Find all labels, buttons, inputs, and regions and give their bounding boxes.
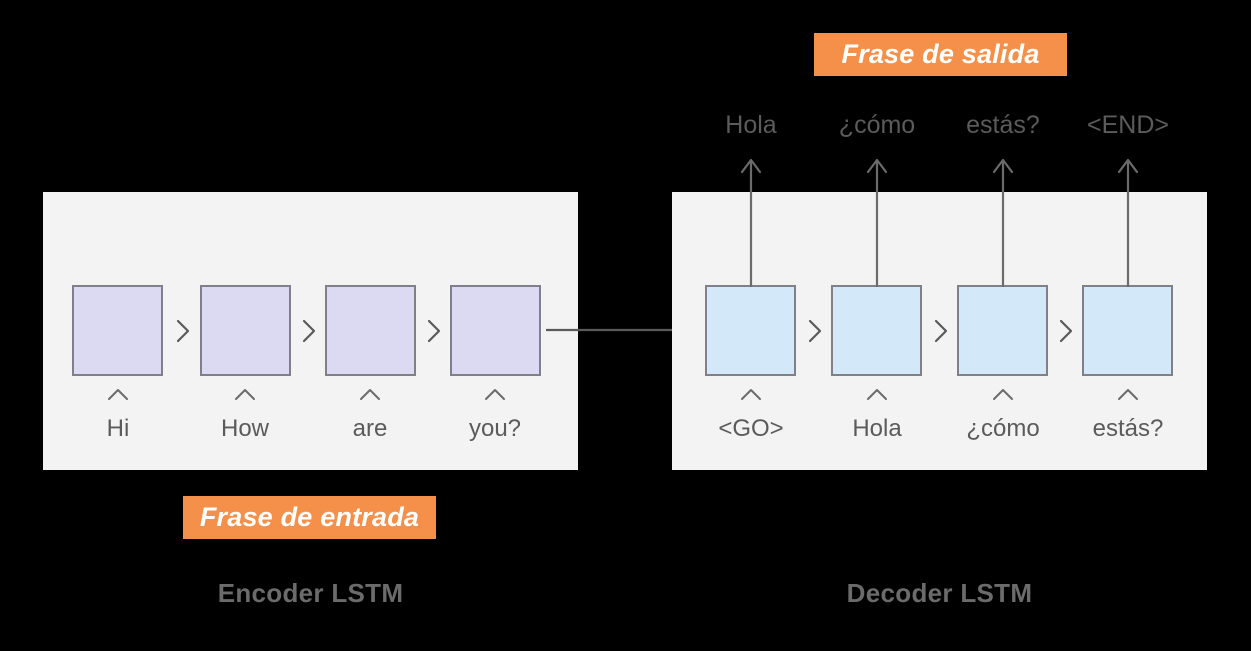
encoder-cell-4 xyxy=(450,285,541,376)
decoder-cell-2 xyxy=(831,285,922,376)
output-phrase-badge: Frase de salida xyxy=(814,33,1067,76)
decoder-output-word-1: Hola xyxy=(725,111,777,139)
encoder-cell-2 xyxy=(200,285,291,376)
decoder-input-word-3: ¿cómo xyxy=(966,415,1040,442)
encoder-cell-3 xyxy=(325,285,416,376)
chevron-right-icon xyxy=(1058,317,1074,345)
decoder-cell-4 xyxy=(1082,285,1173,376)
arrow-up-icon xyxy=(864,155,890,287)
encoder-caption: Encoder LSTM xyxy=(217,578,404,608)
encoder-cell-1 xyxy=(72,285,163,376)
chevron-right-icon xyxy=(301,317,317,345)
caret-up-icon xyxy=(988,386,1018,402)
decoder-cell-1 xyxy=(705,285,796,376)
decoder-input-word-1: <GO> xyxy=(718,415,784,442)
chevron-right-icon xyxy=(175,317,191,345)
input-phrase-badge: Frase de entrada xyxy=(183,496,436,539)
caret-up-icon xyxy=(862,386,892,402)
caret-up-icon xyxy=(736,386,766,402)
decoder-caption: Decoder LSTM xyxy=(846,578,1033,608)
encoder-input-word-2: How xyxy=(220,415,269,442)
chevron-right-icon xyxy=(807,317,823,345)
caret-up-icon xyxy=(480,386,510,402)
decoder-output-word-3: estás? xyxy=(966,111,1040,139)
encoder-input-word-1: Hi xyxy=(106,415,130,442)
chevron-right-icon xyxy=(426,317,442,345)
caret-up-icon xyxy=(1113,386,1143,402)
decoder-input-word-2: Hola xyxy=(852,415,902,442)
chevron-right-icon xyxy=(933,317,949,345)
decoder-cell-3 xyxy=(957,285,1048,376)
arrow-up-icon xyxy=(990,155,1016,287)
arrow-up-icon xyxy=(1115,155,1141,287)
decoder-input-word-4: estás? xyxy=(1092,415,1164,442)
arrow-up-icon xyxy=(738,155,764,287)
encoder-input-word-3: are xyxy=(352,415,388,442)
caret-up-icon xyxy=(103,386,133,402)
encoder-input-word-4: you? xyxy=(468,415,522,442)
caret-up-icon xyxy=(355,386,385,402)
decoder-output-word-2: ¿cómo xyxy=(838,111,916,139)
caret-up-icon xyxy=(230,386,260,402)
decoder-output-word-4: <END> xyxy=(1087,111,1169,139)
